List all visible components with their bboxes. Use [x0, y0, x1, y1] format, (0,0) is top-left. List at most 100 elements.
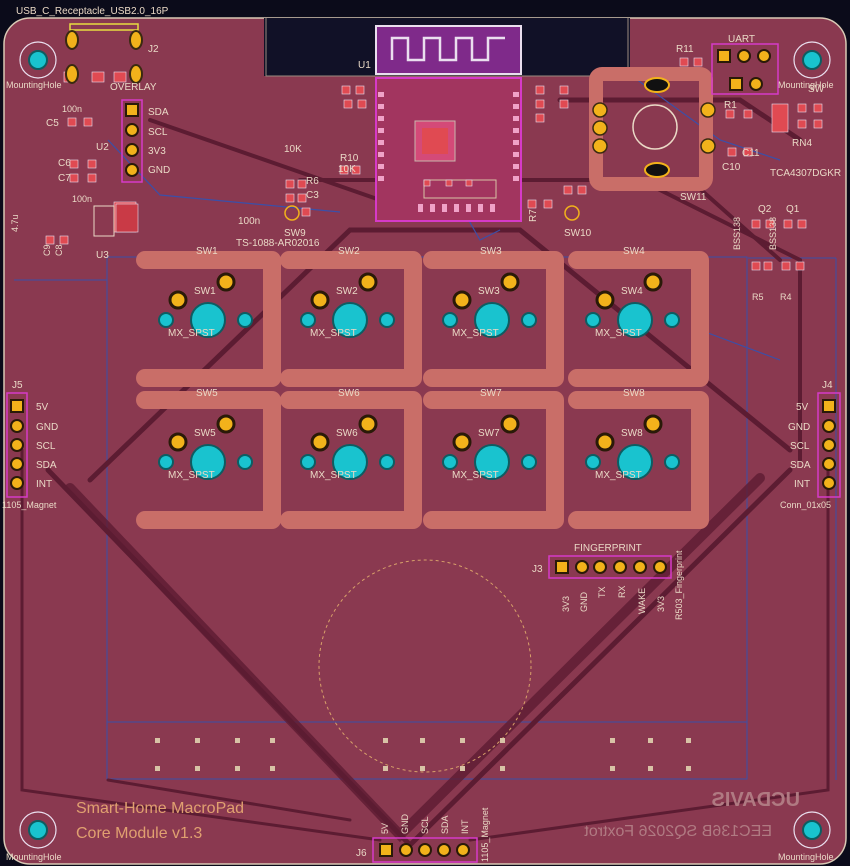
uart-header	[711, 43, 779, 95]
c3-ref: C3	[306, 190, 319, 201]
switch-ref-outline: SW4	[623, 246, 645, 257]
switch-ref-outline: SW8	[623, 388, 645, 399]
q1-part: BSS138	[768, 217, 778, 250]
j5-ref: J5	[12, 380, 23, 391]
key-pin-left	[158, 312, 174, 328]
key-pad-2	[500, 414, 520, 434]
j4-pin-0: 5V	[796, 402, 809, 413]
q2-ref: Q2	[758, 204, 772, 215]
mh-label-br: MountingHole	[778, 852, 834, 862]
mh-label-bl: MountingHole	[6, 852, 62, 862]
j3-title: FINGERPRINT	[574, 543, 642, 554]
switch-footprint: MX_SPST	[310, 328, 357, 339]
usb-label: USB_C_Receptacle_USB2.0_16P	[16, 6, 169, 17]
mh-label-tl: MountingHole	[6, 80, 62, 90]
sw10-ref: SW10	[564, 228, 592, 239]
key-pin-left	[585, 454, 601, 470]
r5-ref: R5	[752, 292, 764, 302]
switch-ref: SW2	[336, 286, 358, 297]
switch-ref: SW4	[621, 286, 643, 297]
switch-footprint: MX_SPST	[452, 328, 499, 339]
j4-pin-4: INT	[794, 479, 810, 490]
j6-ref: J6	[356, 848, 367, 859]
key-center-hole	[617, 444, 653, 480]
cap-4u7-value: 4.7u	[10, 214, 20, 232]
key-pad-2	[358, 414, 378, 434]
r10-value: 10K	[338, 164, 356, 175]
switch-ref-outline: SW7	[480, 388, 502, 399]
switch-ref-outline: SW3	[480, 246, 502, 257]
switch-footprint: MX_SPST	[310, 470, 357, 481]
i2c-pin-1: SCL	[148, 127, 168, 138]
key-pin-right	[237, 454, 253, 470]
board-title-line1: Smart-Home MacroPad	[76, 800, 244, 817]
key-pad-1	[595, 290, 615, 310]
j6-connector	[372, 837, 478, 863]
j6-pin-3: SDA	[440, 815, 450, 834]
j6-pin-4: INT	[460, 819, 470, 834]
i2c-pin-0: SDA	[148, 107, 169, 118]
key-pad-2	[358, 272, 378, 292]
key-center-hole	[617, 302, 653, 338]
key-pad-2	[643, 414, 663, 434]
sw-top-right-ref: SW	[808, 84, 825, 95]
key-pin-left	[158, 454, 174, 470]
j4-pin-2: SCL	[790, 441, 810, 452]
key-pin-left	[585, 312, 601, 328]
c6-ref: C6	[58, 158, 71, 169]
j3-pin-2: TX	[597, 586, 607, 598]
switch-footprint: MX_SPST	[595, 470, 642, 481]
key-pin-right	[664, 454, 680, 470]
switch-ref-outline: SW5	[196, 388, 218, 399]
switch-ref-outline: SW2	[338, 246, 360, 257]
u3-ref: U3	[96, 250, 109, 261]
j3-pin-5: 3V3	[656, 596, 666, 612]
rn4-ref: RN4	[792, 138, 812, 149]
j5-footprint: 1105_Magnet	[2, 500, 57, 510]
mh-label-tr: MountingHole	[778, 80, 834, 90]
j5-pin-1: GND	[36, 422, 58, 433]
key-outlines	[136, 251, 709, 529]
j3-pin-3: RX	[617, 585, 627, 598]
switch-ref: SW8	[621, 428, 643, 439]
logo-text-mirrored: UCDAVIS	[711, 789, 800, 811]
j4-ref: J4	[822, 380, 833, 391]
sw9-footprint: TS-1088-AR02016	[236, 238, 320, 249]
switch-ref-outline: SW1	[196, 246, 218, 257]
j4-connector	[817, 392, 841, 498]
j3-ref: J3	[532, 564, 543, 575]
j6-pin-2: SCL	[420, 816, 430, 834]
tca-label: TCA4307DGKR	[770, 168, 841, 179]
sw11-ref: SW11	[680, 192, 707, 203]
key-pin-right	[521, 454, 537, 470]
switch-ref: SW6	[336, 428, 358, 439]
key-pad-2	[500, 272, 520, 292]
usb-connector-j2	[65, 23, 143, 84]
j4-pin-3: SDA	[790, 460, 811, 471]
j3-footprint: R503_Fingerprint	[674, 550, 684, 620]
switch-ref: SW1	[194, 286, 216, 297]
switch-ref: SW5	[194, 428, 216, 439]
c3-value: 100n	[238, 216, 260, 227]
key-pin-right	[379, 454, 395, 470]
j4-footprint: Conn_01x05	[780, 500, 831, 510]
c7-ref: C7	[58, 173, 71, 184]
key-pad-1	[452, 432, 472, 452]
j6-pin-0: 5V	[380, 823, 390, 834]
i2c-header	[121, 99, 143, 183]
key-center-hole	[332, 302, 368, 338]
i2c-pin-2: 3V3	[148, 146, 166, 157]
i2c-pin-3: GND	[148, 165, 170, 176]
j3-pin-0: 3V3	[561, 596, 571, 612]
key-pin-right	[379, 312, 395, 328]
key-pad-2	[216, 272, 236, 292]
j5-pin-2: SCL	[36, 441, 56, 452]
r4-ref: R4	[780, 292, 792, 302]
key-center-hole	[332, 444, 368, 480]
key-center-hole	[190, 302, 226, 338]
switch-ref-outline: SW6	[338, 388, 360, 399]
